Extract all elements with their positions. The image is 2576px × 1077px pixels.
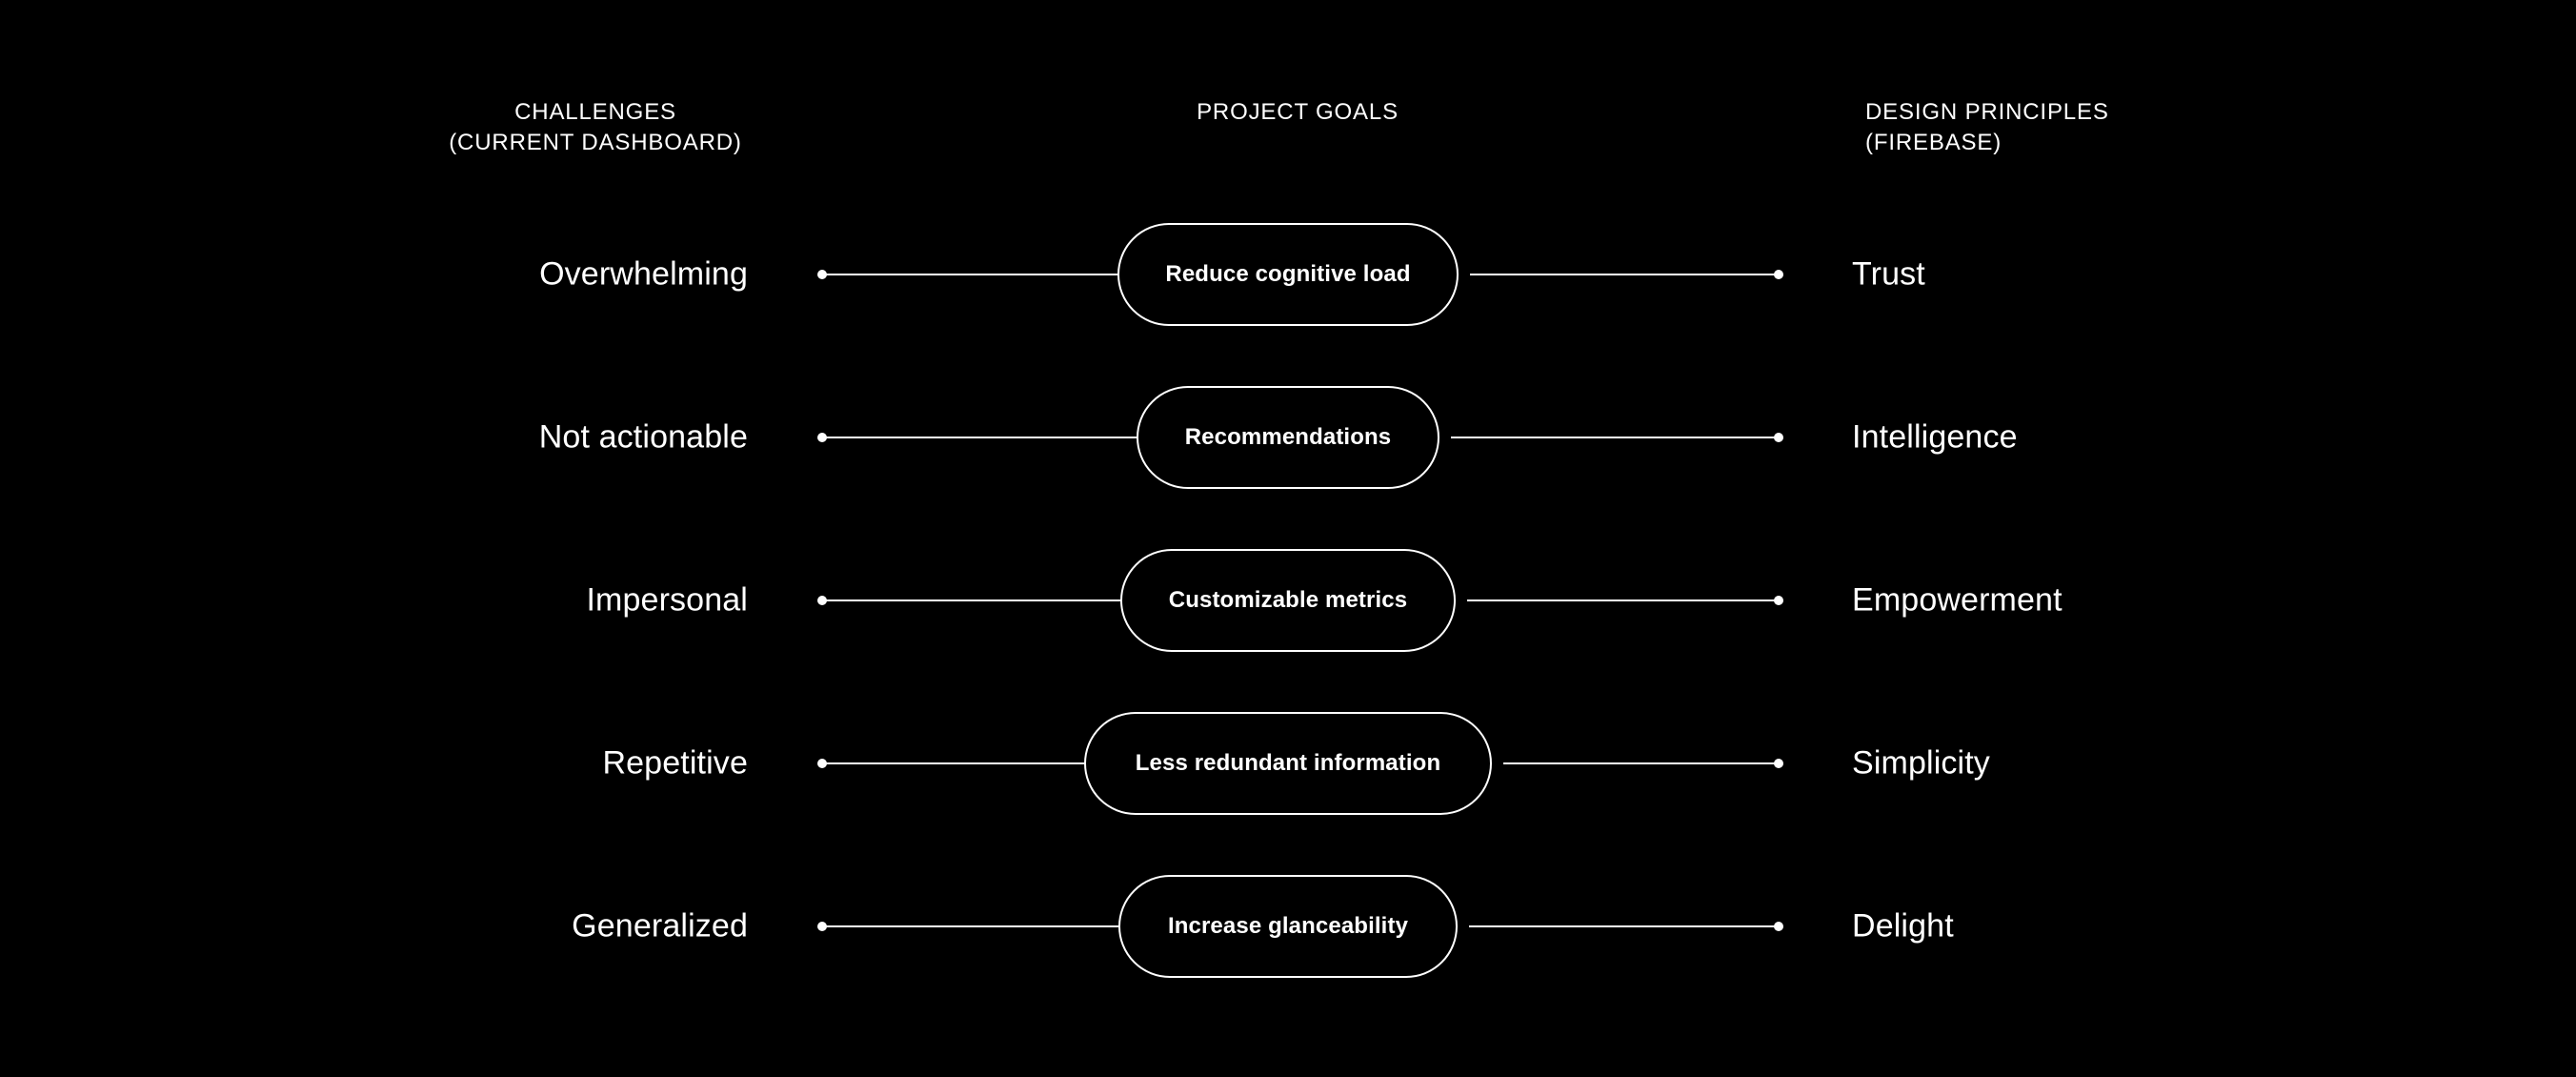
connector-line-left [822,762,1095,764]
connector-line-right [1503,762,1778,764]
goal-pill[interactable]: Increase glanceability [1118,875,1458,978]
goal-pill[interactable]: Less redundant information [1084,712,1492,815]
goal-label: Recommendations [1184,424,1392,450]
connector-dot-right [1774,270,1783,279]
goal-pill[interactable]: Customizable metrics [1120,549,1456,652]
principle-label: Delight [1852,907,1954,945]
column-header-design-principles: DESIGN PRINCIPLES (FIREBASE) [1865,99,2109,156]
connector-line-right [1467,599,1778,601]
mapping-row: Repetitive Less redundant information Si… [0,701,2576,825]
goal-label: Customizable metrics [1168,587,1408,613]
connector-line-left [822,274,1128,275]
goal-pill[interactable]: Reduce cognitive load [1117,223,1459,326]
challenge-label: Generalized [572,907,748,945]
challenge-label: Impersonal [586,581,748,619]
goal-label: Less redundant information [1135,750,1441,776]
connector-line-right [1469,925,1778,927]
connector-dot-right [1774,433,1783,442]
mapping-row: Overwhelming Reduce cognitive load Trust [0,213,2576,336]
goal-label: Increase glanceability [1167,913,1409,939]
principle-label: Intelligence [1852,418,2018,456]
connector-line-left [822,437,1147,438]
connector-line-left [822,599,1131,601]
connector-line-left [822,925,1129,927]
column-header-challenges: CHALLENGES (CURRENT DASHBOARD) [449,99,742,156]
column-header-project-goals: PROJECT GOALS [1197,99,1399,125]
challenge-label: Repetitive [602,744,748,782]
goal-pill[interactable]: Recommendations [1137,386,1439,489]
principle-label: Simplicity [1852,744,1990,782]
mapping-row: Not actionable Recommendations Intellige… [0,376,2576,499]
connector-line-right [1451,437,1778,438]
goal-label: Reduce cognitive load [1165,261,1411,287]
mapping-row: Generalized Increase glanceability Delig… [0,864,2576,988]
connector-dot-right [1774,922,1783,931]
principle-label: Trust [1852,255,1925,293]
challenge-label: Not actionable [538,418,748,456]
connector-line-right [1470,274,1778,275]
connector-dot-right [1774,596,1783,605]
challenge-label: Overwhelming [539,255,748,293]
principle-label: Empowerment [1852,581,2063,619]
mapping-row: Impersonal Customizable metrics Empowerm… [0,538,2576,662]
connector-dot-right [1774,759,1783,768]
